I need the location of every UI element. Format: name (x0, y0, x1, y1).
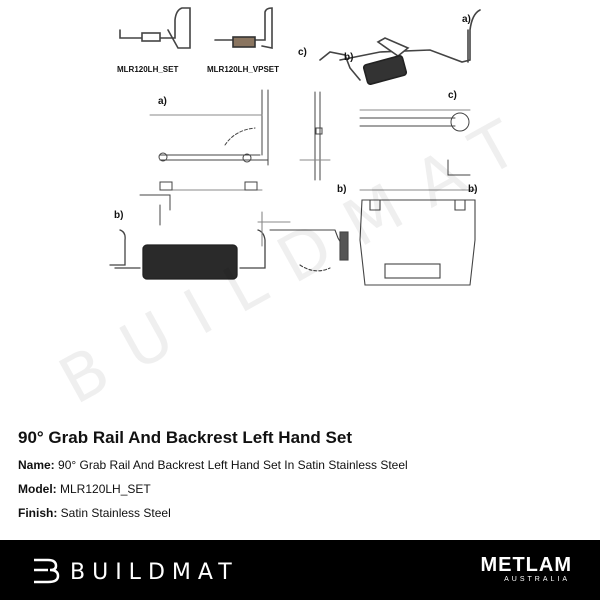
variant-vpset-illustration (214, 7, 273, 49)
spec-name-value: 90° Grab Rail And Backrest Left Hand Set… (58, 458, 408, 472)
spec-model-label: Model: (18, 482, 57, 496)
backrest-plan-b (359, 189, 476, 286)
callout-a-top: a) (462, 14, 471, 25)
callout-c-mid: c) (448, 90, 457, 101)
variant-set-illustration (119, 7, 191, 49)
callout-b-top: b) (344, 52, 353, 63)
callout-b-right: b) (468, 184, 477, 195)
technical-drawings: MLR120LH_SET MLR120LH_VPSET a) b) c) a) … (109, 7, 481, 286)
elevation-a (149, 89, 269, 191)
side-elevation-a (299, 91, 331, 181)
isometric-assembly (319, 9, 481, 85)
callout-a-mid: a) (158, 96, 167, 107)
spec-finish: Finish: Satin Stainless Steel (18, 506, 171, 520)
metlam-logo[interactable]: METLAM (480, 554, 572, 576)
variant-labels: MLR120LH_SET MLR120LH_VPSET (117, 65, 279, 74)
spec-name: Name: 90° Grab Rail And Backrest Left Ha… (18, 458, 408, 472)
spec-model-value: MLR120LH_SET (60, 482, 151, 496)
footer-bar: BUILDMAT METLAM AUSTRALIA (0, 540, 600, 600)
buildmat-logo-icon (34, 558, 60, 584)
backrest-side-b (257, 211, 349, 272)
product-title: 90° Grab Rail And Backrest Left Hand Set (18, 428, 352, 447)
variant-label-set: MLR120LH_SET (117, 65, 178, 74)
detail-c (359, 109, 471, 176)
variant-label-vpset: MLR120LH_VPSET (207, 65, 279, 74)
spec-finish-value: Satin Stainless Steel (60, 506, 171, 520)
callout-c-top: c) (298, 47, 307, 58)
spec-name-label: Name: (18, 458, 55, 472)
callout-b-left: b) (114, 210, 123, 221)
backrest-front-b (109, 194, 266, 280)
metlam-tagline: AUSTRALIA (504, 576, 570, 583)
callout-b-mid: b) (337, 184, 346, 195)
spec-finish-label: Finish: (18, 506, 58, 520)
spec-model: Model: MLR120LH_SET (18, 482, 151, 496)
buildmat-wordmark[interactable]: BUILDMAT (70, 560, 239, 585)
